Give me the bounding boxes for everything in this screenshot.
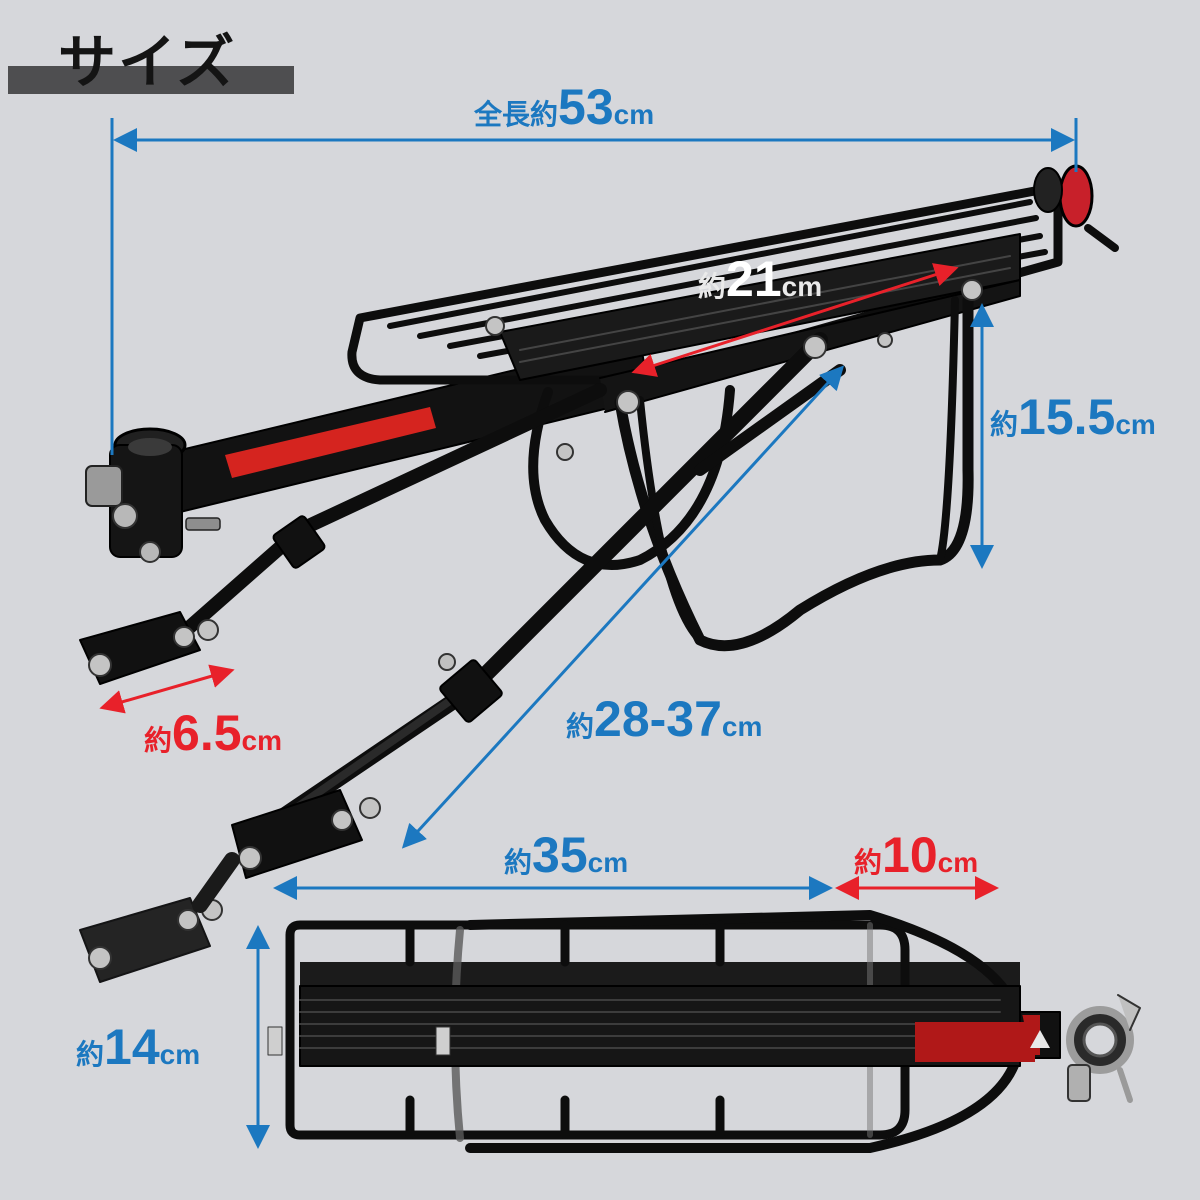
page-title: サイズ [58,28,237,96]
extension-value: 10 [882,827,938,883]
extension-prefix: 約 [854,847,883,878]
platform-length-label: 約21cm [698,254,822,304]
clamp-value: 6.5 [172,705,242,761]
dimension-lines [99,118,1078,1149]
height-label: 約15.5cm [990,392,1156,442]
total-length-label: 全長約53cm [474,82,654,132]
total-length-prefix: 全長約 [474,99,559,130]
top-length-unit: cm [587,847,629,878]
rack-top-view [267,910,1141,1153]
height-value: 15.5 [1018,389,1116,445]
top-length-value: 35 [532,827,588,883]
total-length-value: 53 [558,79,614,135]
top-length-label: 約35cm [504,830,628,880]
width-value: 14 [104,1019,160,1075]
height-unit: cm [1115,409,1156,440]
clamp-label: 約6.5cm [144,708,282,758]
width-prefix: 約 [76,1039,105,1070]
top-length-prefix: 約 [504,847,533,878]
width-label: 約14cm [76,1022,200,1072]
platform-length-prefix: 約 [698,271,727,302]
clamp-unit: cm [241,725,282,756]
platform-length-value: 21 [726,251,782,307]
strut-value: 28-37 [594,691,722,747]
title-bar [8,66,294,94]
width-unit: cm [159,1039,201,1070]
extension-unit: cm [937,847,979,878]
total-length-unit: cm [613,99,655,130]
extension-label: 約10cm [854,830,978,880]
strut-label: 約28-37cm [566,694,762,744]
strut-prefix: 約 [566,711,595,742]
height-prefix: 約 [990,409,1019,440]
clamp-prefix: 約 [144,725,173,756]
strut-unit: cm [721,711,763,742]
platform-length-unit: cm [781,271,823,302]
